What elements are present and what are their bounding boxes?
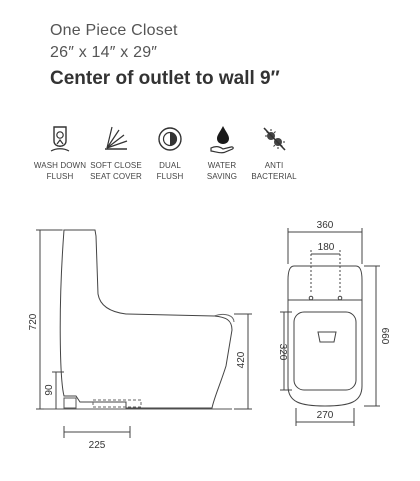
soft-close-icon — [105, 126, 128, 150]
feature-water-saving: WATER SAVING — [190, 124, 254, 182]
dual-flush-icon — [158, 127, 182, 151]
dim-label-outlet-distance: 225 — [89, 440, 106, 451]
feature-soft-close: SOFT CLOSE SEAT COVER — [84, 124, 148, 182]
hole-left — [308, 295, 314, 301]
dim-seat-depth — [280, 311, 292, 391]
water-saving-icon — [210, 126, 234, 154]
dim-total-depth — [364, 265, 380, 407]
dim-outlet-height — [52, 371, 64, 409]
feature-label-line2: FLUSH — [46, 172, 74, 181]
dim-label-seat-depth: 320 — [277, 344, 288, 361]
feature-anti-bacterial: ANTI BACTERIAL — [242, 124, 306, 182]
product-size: 26″ x 14″ x 29″ — [50, 44, 158, 61]
dim-outlet-distance — [63, 426, 131, 438]
side-view — [40, 229, 235, 410]
dim-label-hole-spacing: 180 — [318, 242, 335, 253]
product-name: One Piece Closet — [50, 22, 178, 39]
feature-label-line1: DUAL — [159, 161, 181, 170]
dim-label-bottom-width: 270 — [317, 410, 334, 421]
dim-label-side-height: 720 — [28, 313, 39, 330]
feature-label-line1: WASH DOWN — [33, 161, 87, 170]
feature-label-line2: SAVING — [206, 172, 238, 181]
seat-hinge — [317, 331, 337, 343]
dim-hole-spacing — [310, 250, 341, 294]
top-view — [287, 265, 363, 407]
feature-wash-down: WASH DOWN FLUSH — [28, 124, 92, 182]
trap-hidden-line — [92, 399, 142, 408]
feature-label-line1: SOFT CLOSE — [90, 161, 142, 170]
feature-label-line1: WATER — [207, 161, 237, 170]
feature-dual-flush: DUAL FLUSH — [138, 124, 202, 182]
outlet-spec: Center of outlet to wall 9″ — [50, 68, 280, 89]
hole-right — [337, 295, 343, 301]
dim-label-outlet-height: 90 — [44, 384, 55, 396]
feature-label-line2: BACTERIAL — [251, 172, 297, 181]
seat-outline — [293, 311, 357, 391]
feature-label-line1: ANTI — [264, 161, 284, 170]
dim-bottom-width — [295, 408, 355, 426]
tank-outline — [287, 265, 363, 301]
dim-top-width — [287, 228, 363, 264]
bowl-outline — [287, 300, 363, 407]
dim-label-bowl-height: 420 — [236, 351, 247, 368]
anti-bacterial-icon — [263, 127, 286, 151]
toilet-side-outline — [59, 229, 233, 409]
dim-side-height — [36, 229, 62, 410]
feature-label-line2: FLUSH — [156, 172, 184, 181]
dim-bowl-height — [234, 313, 252, 410]
feature-list: WASH DOWN FLUSH SOFT CLOSE SEAT COVER DUAL… — [30, 124, 400, 194]
dim-label-top-width: 360 — [317, 220, 334, 231]
feature-label-line2: SEAT COVER — [90, 172, 142, 181]
dim-label-total-depth: 660 — [379, 328, 390, 345]
toilet-flush-icon — [50, 126, 70, 152]
